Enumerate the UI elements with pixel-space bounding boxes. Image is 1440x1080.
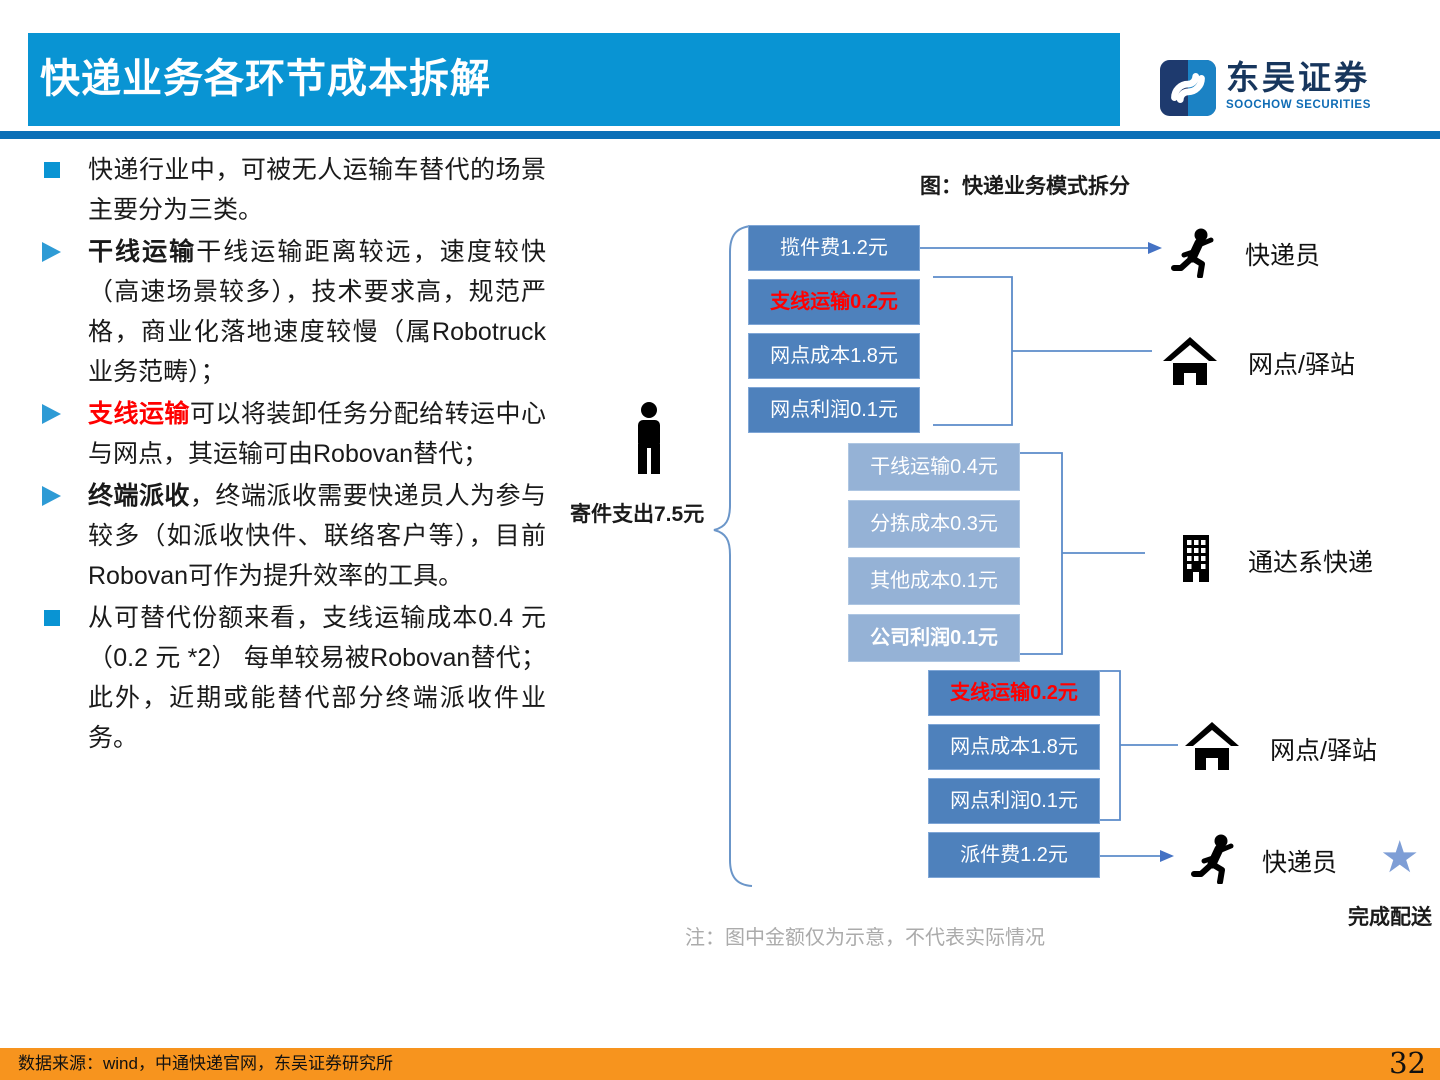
runner-icon	[1171, 228, 1214, 278]
cost-box: 网点利润0.1元	[928, 778, 1100, 824]
bullet-item-4: 终端派收，终端派收需要快递员人为参与较多（如派收快件、联络客户等），目前Robo…	[40, 476, 546, 596]
bullet-item-3: 支线运输可以将装卸任务分配给转运中心与网点，其运输可由Robovan替代；	[40, 394, 546, 474]
bullet-text: 从可替代份额来看，支线运输成本0.4 元 （0.2 元 *2） 每单较易被Rob…	[88, 604, 546, 752]
cost-box: 网点成本1.8元	[928, 724, 1100, 770]
cost-box-bold: 公司利润0.1元	[848, 614, 1020, 662]
bullet-body: 干线运输距离较远，速度较快（高速场景较多），技术要求高，规范严格，商业化落地速度…	[88, 238, 546, 386]
page-title: 快递业务各环节成本拆解	[40, 57, 491, 101]
house-icon	[1185, 722, 1239, 770]
actor-label-tongda: 通达系快递	[1248, 549, 1374, 577]
house-icon	[1163, 337, 1217, 385]
bullet-text: 支线运输可以将装卸任务分配给转运中心与网点，其运输可由Robovan替代；	[88, 394, 546, 474]
building-icon	[1183, 535, 1209, 582]
bullet-keyword: 终端派收	[88, 482, 190, 510]
bullet-text: 干线运输干线运输距离较远，速度较快（高速场景较多），技术要求高，规范严格，商业化…	[88, 232, 546, 392]
header-divider	[0, 131, 1440, 139]
cost-box: 干线运输0.4元	[848, 443, 1020, 491]
bullet-text: 快递行业中，可被无人运输车替代的场景主要分为三类。	[88, 156, 546, 224]
cost-box: 网点利润0.1元	[748, 387, 920, 433]
arrowhead	[1160, 850, 1174, 862]
logo-text: 东吴证券 SOOCHOW SECURITIES	[1226, 59, 1371, 112]
logo-en-name: SOOCHOW SECURITIES	[1226, 99, 1371, 111]
cost-box: 派件费1.2元	[928, 832, 1100, 878]
cost-box-highlight: 支线运输0.2元	[748, 279, 920, 325]
cost-box-highlight: 支线运输0.2元	[928, 670, 1100, 716]
header-bar: 快递业务各环节成本拆解	[28, 33, 1120, 126]
actor-label-courier: 快递员	[1245, 242, 1321, 270]
runner-icon	[1191, 834, 1234, 884]
bracket-group3	[1100, 670, 1121, 821]
arrowhead	[1148, 242, 1162, 254]
logo-cn-name: 东吴证券	[1226, 59, 1370, 96]
bullet-list: 快递行业中，可被无人运输车替代的场景主要分为三类。 干线运输干线运输距离较远，速…	[40, 150, 546, 760]
bullet-keyword: 干线运输	[88, 238, 197, 266]
cost-box: 网点成本1.8元	[748, 333, 920, 379]
star-icon: ★	[1380, 832, 1420, 883]
bullet-item-5: 从可替代份额来看，支线运输成本0.4 元 （0.2 元 *2） 每单较易被Rob…	[40, 598, 546, 758]
actor-label-courier: 快递员	[1262, 849, 1338, 877]
figure-title: 图：快递业务模式拆分	[920, 175, 1130, 198]
page-number: 32	[1389, 1046, 1426, 1080]
sender-brace	[713, 225, 753, 887]
square-bullet-icon	[44, 610, 60, 626]
bullet-body: 可以将装卸任务分配给转运中心与网点，其运输可由Robovan替代；	[88, 400, 546, 468]
data-source: 数据来源：wind，中通快递官网，东吴证券研究所	[18, 1054, 393, 1073]
bullet-text: 终端派收，终端派收需要快递员人为参与较多（如派收快件、联络客户等），目前Robo…	[88, 476, 546, 596]
figure-note: 注：图中金额仅为示意，不代表实际情况	[685, 927, 1045, 949]
arrow-bullet-icon	[42, 404, 61, 424]
bullet-body: ，终端派收需要快递员人为参与较多（如派收快件、联络客户等），目前Robovan可…	[88, 482, 546, 590]
bullet-keyword-red: 支线运输	[88, 400, 190, 428]
company-logo: 东吴证券 SOOCHOW SECURITIES	[1160, 60, 1371, 116]
square-bullet-icon	[44, 162, 60, 178]
person-icon	[638, 402, 660, 474]
sender-spend-label: 寄件支出7.5元	[570, 503, 705, 526]
bullet-item-2: 干线运输干线运输距离较远，速度较快（高速场景较多），技术要求高，规范严格，商业化…	[40, 232, 546, 392]
actor-label-station: 网点/驿站	[1270, 737, 1377, 765]
bracket-group1	[933, 276, 1013, 426]
soochow-logo-icon	[1160, 60, 1216, 116]
bullet-item-1: 快递行业中，可被无人运输车替代的场景主要分为三类。	[40, 150, 546, 230]
bracket-group2	[1020, 452, 1063, 655]
cost-box: 分拣成本0.3元	[848, 500, 1020, 548]
cost-box: 揽件费1.2元	[748, 225, 920, 271]
actor-label-station: 网点/驿站	[1248, 351, 1355, 379]
arrow-bullet-icon	[42, 242, 61, 262]
footer-bar: 数据来源：wind，中通快递官网，东吴证券研究所 32	[0, 1046, 1440, 1080]
arrow-bullet-icon	[42, 486, 61, 506]
completion-label: 完成配送	[1348, 906, 1432, 929]
cost-box: 其他成本0.1元	[848, 557, 1020, 605]
